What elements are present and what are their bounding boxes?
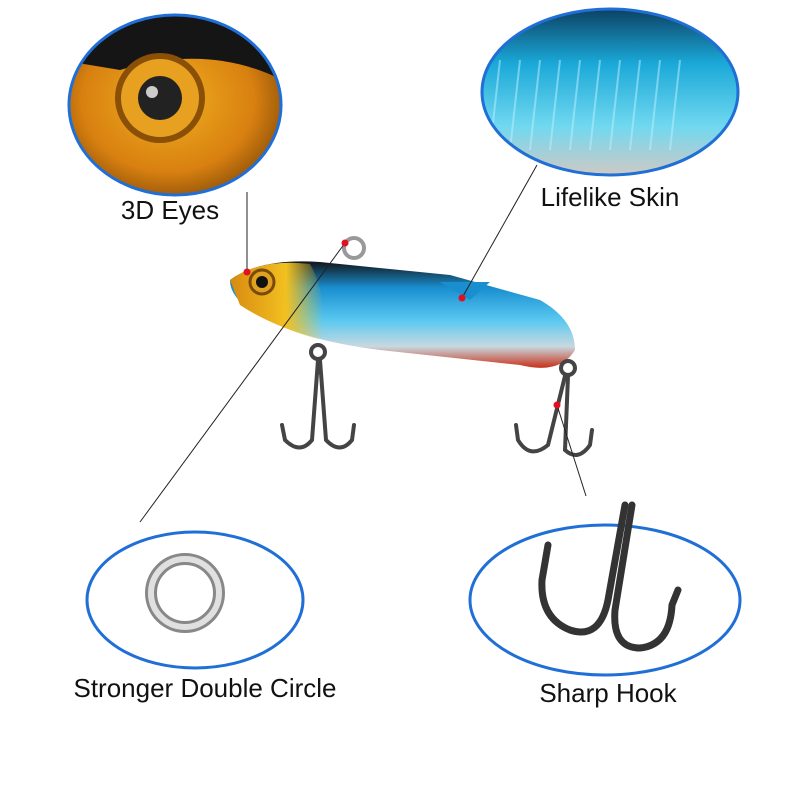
split-ring-icon bbox=[145, 553, 225, 633]
label-sharp-hook: Sharp Hook bbox=[539, 678, 677, 708]
label-double-circle: Stronger Double Circle bbox=[73, 673, 337, 703]
skin-closeup bbox=[482, 9, 738, 175]
eye-closeup bbox=[69, 15, 281, 195]
label-lifelike-skin: Lifelike Skin bbox=[540, 182, 680, 212]
fishing-lure bbox=[230, 236, 594, 457]
skin-callout-ellipse bbox=[480, 7, 740, 177]
hook-callout-ellipse bbox=[468, 523, 742, 677]
ring-callout-ellipse bbox=[85, 530, 305, 670]
label-3d-eyes: 3D Eyes bbox=[120, 195, 220, 225]
treble-hook-closeup bbox=[538, 501, 682, 652]
leader-lines bbox=[139, 164, 587, 523]
marker-dots bbox=[243, 239, 561, 409]
eye-callout-ellipse bbox=[67, 13, 283, 197]
